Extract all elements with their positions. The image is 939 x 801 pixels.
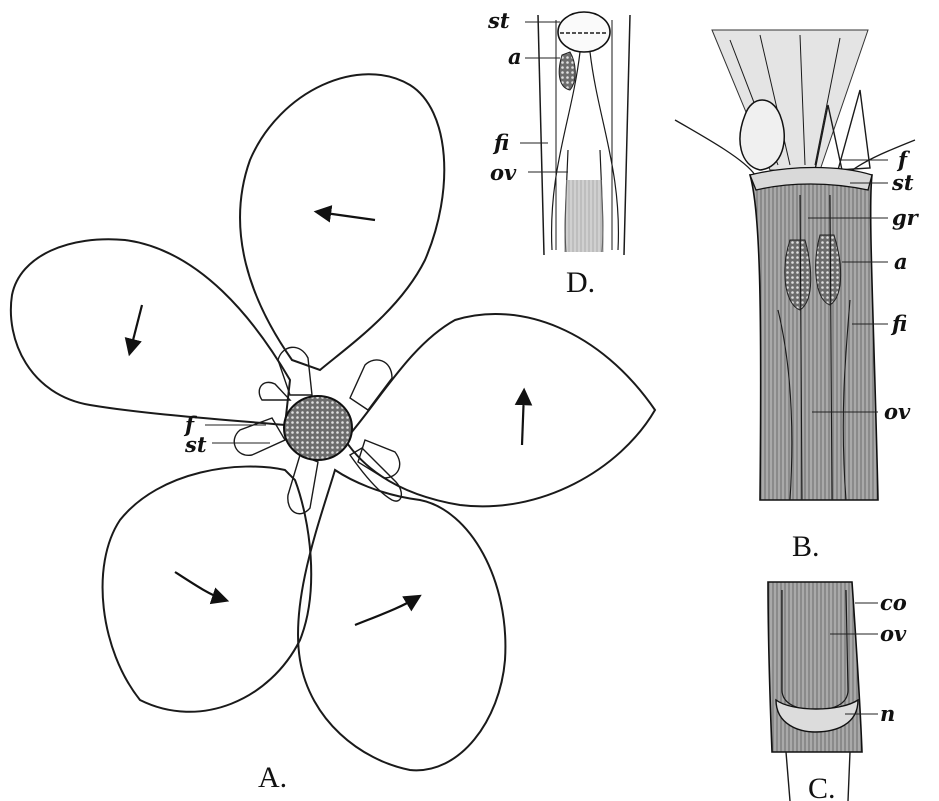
label-b-a: a	[894, 249, 908, 274]
d-ovary-shade	[564, 180, 604, 252]
caption-d: D.	[566, 266, 595, 299]
arrow-petal-left	[130, 305, 142, 352]
label-b-f: f	[896, 147, 911, 172]
arrow-petal-top	[318, 212, 375, 220]
petal-bottom-right	[298, 470, 505, 770]
petal-left	[11, 239, 290, 425]
d-stigma	[558, 12, 610, 52]
b-bud	[740, 100, 784, 170]
flower-center-stigma	[284, 396, 352, 460]
label-d-fi: fi	[492, 130, 509, 155]
label-c-ov: ov	[880, 621, 907, 646]
arrow-petal-bottom-left	[175, 572, 225, 600]
label-c-co: co	[880, 590, 907, 615]
petal-top	[240, 74, 444, 370]
label-b-fi: fi	[890, 311, 907, 336]
caption-b: B.	[792, 530, 820, 563]
petal-bottom-left	[103, 467, 312, 712]
label-d-ov: ov	[490, 160, 517, 185]
label-d-st: st	[487, 8, 510, 33]
b-column	[750, 175, 878, 500]
panel-b-longitudinal-section: f st gr a fi ov B.	[675, 30, 920, 563]
label-c-n: n	[880, 701, 895, 726]
label-b-st: st	[891, 170, 914, 195]
label-d-a: a	[508, 44, 522, 69]
b-upper-bracts	[712, 30, 868, 170]
panel-d-style-detail: st a fi ov D.	[487, 8, 630, 299]
panel-c-ovary-section: co ov n C.	[768, 582, 907, 801]
label-a-st: st	[184, 432, 207, 457]
panel-a-flower: f st A.	[11, 74, 655, 794]
label-b-ov: ov	[884, 399, 911, 424]
arrow-petal-right	[522, 392, 524, 445]
arrow-petal-bottom-right	[355, 597, 418, 625]
d-anther	[559, 52, 575, 90]
caption-c: C.	[808, 772, 836, 801]
label-b-gr: gr	[892, 205, 920, 230]
caption-a: A.	[258, 761, 287, 794]
